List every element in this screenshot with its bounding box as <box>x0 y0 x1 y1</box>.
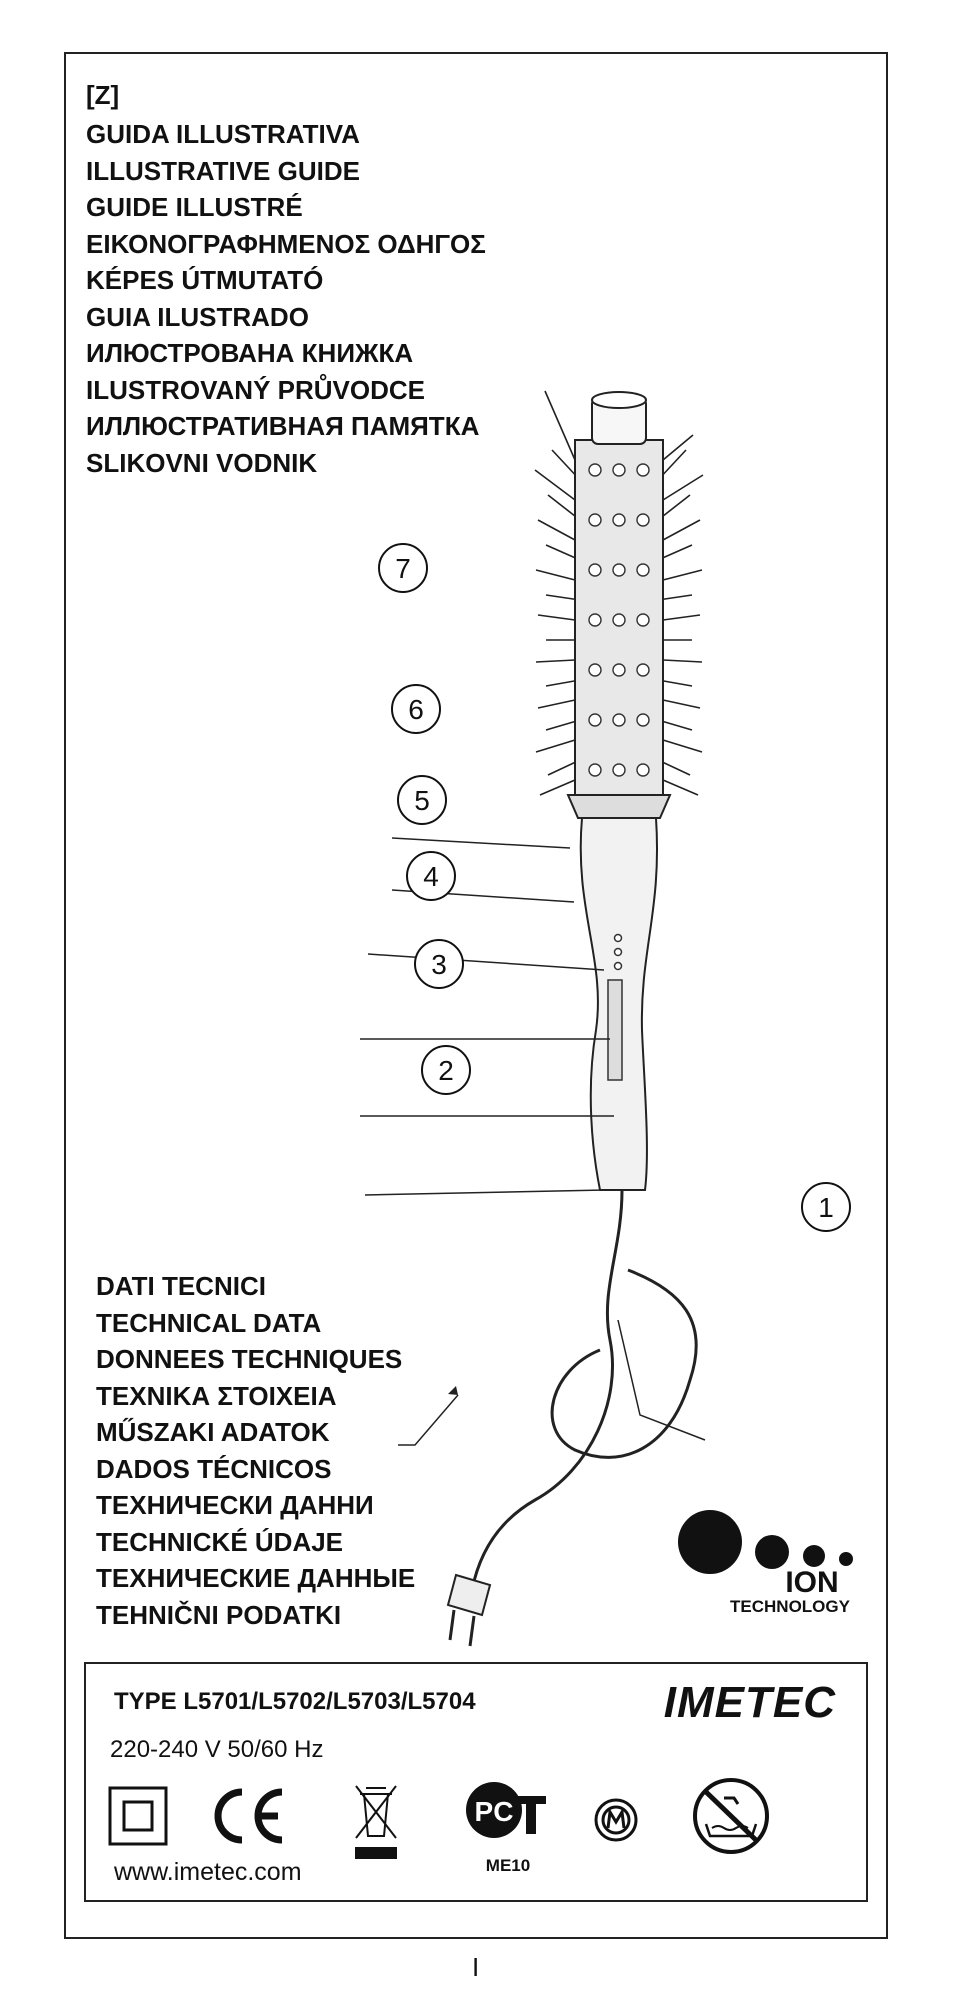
ion-word: ION <box>785 1566 838 1599</box>
guide-title: ΕΙΚΟΝΟΓΡΑΦΗΜΕΝΟΣ ΟΔΗΓΟΣ <box>86 228 486 259</box>
m-mark-icon <box>594 1798 638 1842</box>
gost-pct-icon: PC ME10 <box>466 1782 546 1875</box>
guide-title: GUIA ILUSTRADO <box>86 301 309 332</box>
page-frame <box>64 52 888 1939</box>
guide-title: GUIDE ILLUSTRÉ <box>86 192 303 222</box>
barrel-holes <box>588 463 650 777</box>
guide-title: GUIDA ILLUSTRATIVA <box>86 119 360 149</box>
ion-sub: TECHNOLOGY <box>730 1597 851 1616</box>
brush-illustration <box>360 390 706 1647</box>
technical-data-title: TECHNICKÉ ÚDAJE <box>96 1526 344 1557</box>
website-url: www.imetec.com <box>114 1858 302 1886</box>
technical-data-title: ТЕХНИЧЕСКИЕ ДАННЫЕ <box>96 1563 416 1593</box>
technical-data-title: ΤΕΧΝΙΚΑ ΣΤΟΙΧΕΙΑ <box>96 1380 337 1411</box>
technical-data-title: DONNEES TECHNIQUES <box>96 1344 403 1374</box>
brand-logo: IMETEC <box>663 1678 836 1727</box>
plug-icon <box>446 1573 492 1647</box>
model-type: TYPE L5701/L5702/L5703/L5704 <box>114 1688 476 1715</box>
svg-text:PC: PC <box>475 1796 514 1827</box>
guide-title: SLIKOVNI VODNIK <box>86 447 318 478</box>
technical-data-title: TEHNIČNI PODATKI <box>96 1599 342 1630</box>
power-cord <box>470 1189 624 1591</box>
weee-bin-icon <box>355 1785 397 1859</box>
electrical-rating: 220-240 V 50/60 Hz <box>110 1736 324 1763</box>
technical-data-title: DATI TECNICI <box>96 1271 266 1301</box>
no-water-icon <box>693 1778 769 1854</box>
document-code: [Z] <box>86 80 120 110</box>
guide-title: ILLUSTRATIVE GUIDE <box>86 155 360 186</box>
indicator-lights <box>613 933 623 971</box>
technical-data-title: ТЕХНИЧЕСКИ ДАННИ <box>96 1490 374 1520</box>
certification-symbols: PC ME10 <box>108 1778 769 1875</box>
brush-bristles <box>534 390 704 796</box>
guide-title: KÉPES ÚTMUTATÓ <box>86 265 324 295</box>
technical-data-title: TECHNICAL DATA <box>96 1307 322 1338</box>
guide-title: ИЛЛЮСТРАТИВНАЯ ПАМЯТКА <box>86 411 480 441</box>
page-number: I <box>472 1952 480 1982</box>
technical-data-title: DADOS TÉCNICOS <box>96 1453 332 1484</box>
guide-title: ILUSTROVANÝ PRŮVODCE <box>86 374 425 405</box>
guide-title: ИЛЮСТРОВАНА КНИЖКА <box>86 338 414 368</box>
gost-code: ME10 <box>486 1856 530 1875</box>
callout-lines <box>360 837 706 1446</box>
technical-data-titles: DATI TECNICI TECHNICAL DATA DONNEES TECH… <box>96 1268 415 1633</box>
guide-titles: GUIDA ILLUSTRATIVA ILLUSTRATIVE GUIDE GU… <box>86 116 486 481</box>
ce-mark-icon <box>214 1788 283 1844</box>
ion-technology-logo: ION TECHNOLOGY <box>678 1510 853 1616</box>
double-insulation-icon <box>108 1786 168 1846</box>
rating-label: TYPE L5701/L5702/L5703/L5704 IMETEC 220-… <box>84 1662 868 1902</box>
release-collar <box>566 794 672 819</box>
technical-data-title: MŰSZAKI ADATOK <box>96 1417 330 1447</box>
